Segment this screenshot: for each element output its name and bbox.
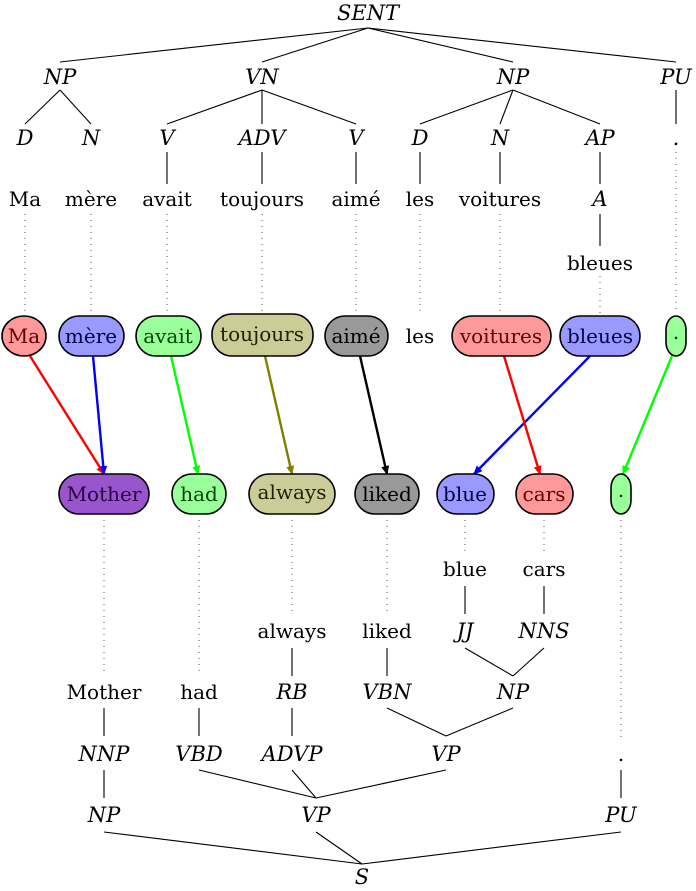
tag-vbd: VBD — [175, 742, 223, 766]
source-word-bleues: bleues — [567, 251, 633, 275]
tag-vp-inner: VP — [431, 742, 461, 766]
source-tree-labels: SENT NP VN NP PU D N V ADV V D N AP . Ma… — [9, 1, 693, 275]
target-word-blue: blue — [443, 557, 487, 581]
alignment-arrow-mere-mother — [91, 355, 108, 475]
tag-nns: NNS — [517, 619, 569, 643]
source-word-avait: avait — [142, 187, 192, 211]
source-token-bleues: bleues — [559, 315, 641, 357]
target-word-cars: cars — [523, 557, 566, 581]
pos-tag-ap: AP — [583, 126, 615, 150]
svg-text:liked: liked — [362, 482, 412, 506]
target-tree-edges — [103, 586, 622, 865]
tag-np-inner: NP — [496, 680, 530, 704]
source-root-label: SENT — [337, 1, 401, 25]
target-token-mother: Mother — [58, 473, 150, 515]
svg-text:avait: avait — [143, 324, 193, 348]
source-word-mere: mère — [65, 187, 117, 211]
svg-text:.: . — [673, 320, 679, 344]
alignment-arrow-period — [621, 355, 674, 475]
tag-pu: PU — [604, 803, 638, 827]
target-token-blue: blue — [436, 473, 495, 515]
phrase-pu: PU — [659, 65, 693, 89]
pos-tag-adv: ADV — [237, 126, 288, 150]
alignment-arrow-toujours-always — [263, 355, 295, 475]
target-token-had: had — [171, 473, 227, 515]
pos-tag-n-1: N — [81, 126, 101, 150]
pos-tag-v-2: V — [348, 126, 365, 150]
source-token-bubbles: Ma mère avait toujours aimé les voitures… — [1, 313, 687, 357]
source-word-ma: Ma — [9, 187, 41, 211]
alignment-arrow-ma-mother — [28, 355, 106, 475]
pos-tag-d-1: D — [16, 126, 34, 150]
svg-text:always: always — [258, 480, 327, 504]
target-token-always: always — [248, 473, 336, 515]
target-dotted-links — [103, 514, 622, 740]
source-token-mere: mère — [58, 315, 125, 357]
tag-nnp: NNP — [78, 742, 131, 766]
source-token-toujours: toujours — [211, 313, 314, 357]
svg-text:les: les — [406, 324, 435, 348]
svg-text:Mother: Mother — [67, 482, 142, 506]
source-word-toujours: toujours — [220, 187, 304, 211]
svg-text:mère: mère — [65, 324, 117, 348]
target-root-label: S — [355, 865, 369, 889]
tag-np-subject: NP — [87, 803, 121, 827]
alignment-arrow-voitures-cars — [502, 355, 542, 475]
phrase-np-1: NP — [43, 65, 77, 89]
svg-text:Ma: Ma — [8, 324, 40, 348]
target-word-liked: liked — [362, 619, 412, 643]
pos-tag-d-2: D — [411, 126, 429, 150]
source-dotted-links — [24, 152, 677, 314]
pos-tag-period: . — [673, 126, 680, 150]
source-word-les: les — [406, 187, 435, 211]
pos-tag-v-1: V — [159, 126, 176, 150]
target-word-mother: Mother — [67, 680, 142, 704]
svg-text:aimé: aimé — [331, 324, 380, 348]
source-word-voitures: voitures — [458, 187, 541, 211]
svg-text:bleues: bleues — [567, 324, 633, 348]
alignment-arrow-avait-had — [169, 355, 201, 475]
tag-advp: ADVP — [260, 742, 324, 766]
source-token-period: . — [665, 315, 687, 357]
svg-text:voitures: voitures — [459, 324, 542, 348]
pos-tag-a: A — [590, 187, 607, 211]
source-token-aime: aimé — [324, 315, 389, 357]
alignment-arrow-aime-liked — [358, 355, 390, 475]
target-word-period: . — [618, 742, 624, 766]
target-token-period: . — [610, 473, 632, 515]
svg-text:had: had — [180, 482, 218, 506]
tag-vbn: VBN — [363, 680, 413, 704]
target-word-always: always — [258, 619, 327, 643]
source-token-avait: avait — [135, 315, 202, 357]
source-token-ma: Ma — [1, 315, 47, 357]
target-token-cars: cars — [515, 473, 574, 515]
source-word-aime: aimé — [331, 187, 380, 211]
target-token-bubbles: Mother had always liked blue cars . — [58, 473, 632, 515]
svg-text:toujours: toujours — [220, 322, 304, 346]
source-tree-edges — [24, 27, 677, 246]
tag-vp-main: VP — [301, 803, 331, 827]
pos-tag-n-2: N — [490, 126, 510, 150]
svg-text:blue: blue — [443, 482, 487, 506]
tag-rb: RB — [275, 680, 307, 704]
target-tree-labels: blue cars JJ NNS always liked Mother had… — [67, 557, 638, 889]
target-token-liked: liked — [354, 473, 420, 515]
tag-jj: JJ — [453, 619, 475, 643]
phrase-vn: VN — [245, 65, 279, 89]
svg-text:.: . — [618, 478, 624, 502]
source-token-les: les — [406, 324, 435, 348]
alignment-arrow-bleues-blue — [473, 355, 591, 475]
phrase-np-2: NP — [496, 65, 530, 89]
target-word-had: had — [180, 680, 218, 704]
svg-text:cars: cars — [523, 482, 566, 506]
source-token-voitures: voitures — [451, 315, 552, 357]
alignment-arrows — [28, 355, 674, 475]
